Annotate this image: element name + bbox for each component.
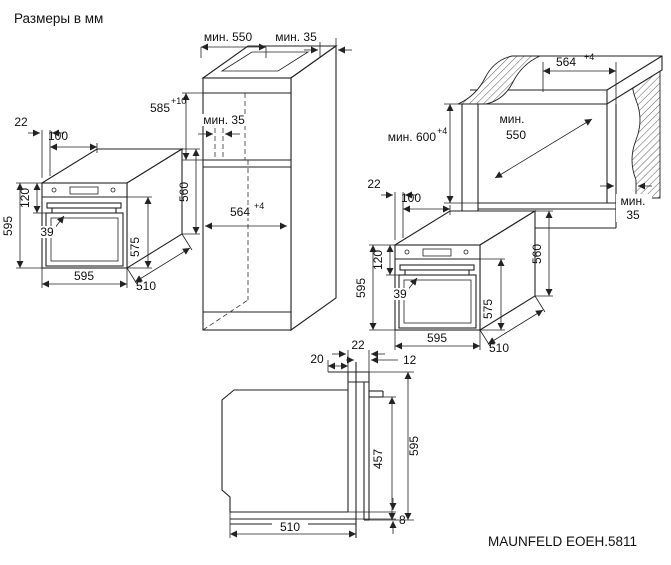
oven-handle	[46, 202, 122, 209]
dim-niche-width: 564	[230, 205, 250, 219]
dim-niche-rear-gap-min: мин. 35	[203, 113, 245, 127]
dim-niche-height: 585	[150, 101, 170, 115]
dim-profile-door-height: 457	[371, 449, 385, 469]
dim-profile-top-inset: 20	[310, 352, 324, 366]
dim-base-niche-width: 564	[556, 55, 576, 69]
dim-base-depth-min-value: 550	[506, 128, 526, 142]
cabinet-vent-opening	[220, 51, 310, 72]
dim-oven-body-depth: 510	[489, 341, 509, 355]
dim-oven-panel-inset: 22	[14, 115, 28, 129]
base-cabinet-drawing: 564 +4 мин. 600 +4 мин. 550 мин. 35	[388, 52, 663, 229]
dim-profile-panel-depth: 22	[351, 338, 365, 352]
oven-handle	[399, 264, 475, 271]
oven-knob-right	[463, 249, 469, 255]
oven-front-face	[41, 182, 128, 269]
dim-cabinet-depth-min: мин. 550	[204, 30, 253, 44]
dim-oven-panel-depth: 100	[401, 191, 421, 205]
dim-profile-bottom-gap: 8	[399, 513, 406, 527]
dim-base-niche-width-tolerance: +4	[584, 52, 594, 62]
tall-cabinet-drawing: мин. 550 мин. 35 585 +10 мин. 35 564 +4	[150, 30, 352, 332]
left-oven-dimensions: 22 100 120 595 39 575	[1, 115, 200, 293]
dim-oven-panel-depth: 100	[48, 129, 68, 143]
right-oven-structure	[393, 210, 537, 331]
dim-oven-handle-depth: 39	[393, 287, 407, 301]
dim-niche-height-tolerance: +10	[171, 96, 186, 106]
oven-knob-right	[110, 187, 116, 193]
dim-oven-width: 595	[427, 331, 447, 345]
base-cabinet-structure	[457, 55, 663, 229]
dim-oven-body-depth: 510	[136, 279, 156, 293]
oven-door-glass	[403, 279, 472, 324]
left-oven-structure	[40, 148, 184, 269]
dim-profile-depth: 510	[280, 520, 300, 534]
dim-oven-height: 595	[354, 278, 368, 298]
dim-base-niche-height-min: мин. 600	[388, 130, 437, 144]
dim-base-rear-gap-value: 35	[626, 208, 640, 222]
oven-door	[398, 274, 477, 329]
oven-front-face	[394, 244, 481, 331]
oven-door	[45, 212, 124, 267]
dim-base-depth-min-label: мин.	[500, 112, 525, 126]
dim-niche-width-tolerance: +4	[254, 201, 264, 211]
dim-oven-width: 595	[74, 269, 94, 283]
dim-profile-height: 595	[407, 436, 421, 456]
profile-drawing: 22 20 12 595 457 8	[221, 338, 421, 538]
model-label: MAUNFELD EOEH.5811	[488, 534, 637, 549]
oven-display	[69, 186, 99, 195]
page-title: Размеры в мм	[14, 11, 103, 26]
dim-oven-door-height: 575	[128, 237, 142, 257]
oven-knob-left	[51, 187, 57, 193]
tall-cabinet-dimensions: мин. 550 мин. 35 585 +10 мин. 35 564 +4	[150, 30, 352, 230]
dim-base-rear-gap-label: мин.	[621, 194, 646, 208]
dim-oven-height: 595	[1, 216, 15, 236]
dim-oven-panel-inset: 22	[367, 177, 381, 191]
profile-dimensions: 22 20 12 595 457 8	[229, 338, 421, 538]
oven-door-glass	[50, 217, 119, 262]
oven-body-section	[221, 389, 348, 513]
worktop-cut-section	[457, 55, 541, 105]
left-oven-drawing: 22 100 120 595 39 575	[1, 115, 200, 293]
tall-cabinet-structure	[201, 44, 338, 332]
base-cabinet-dimensions: 564 +4 мин. 600 +4 мин. 550 мин. 35	[388, 52, 652, 222]
dim-oven-handle-depth: 39	[40, 225, 54, 239]
dim-profile-front-protrusion: 12	[403, 353, 417, 367]
dim-oven-depth: 560	[530, 244, 544, 264]
right-oven-dimensions: 22 100 120 595 39 575 595 510	[354, 177, 553, 355]
dim-base-niche-height-tolerance: +4	[437, 126, 447, 136]
dim-oven-depth: 560	[177, 182, 191, 202]
right-oven-drawing: 22 100 120 595 39 575 595 510	[354, 177, 553, 355]
oven-display	[422, 248, 452, 257]
dim-oven-door-height: 575	[481, 299, 495, 319]
oven-knob-left	[404, 249, 410, 255]
dim-cabinet-top-gap-min: мин. 35	[275, 30, 317, 44]
cabinet-side-face	[290, 44, 337, 332]
